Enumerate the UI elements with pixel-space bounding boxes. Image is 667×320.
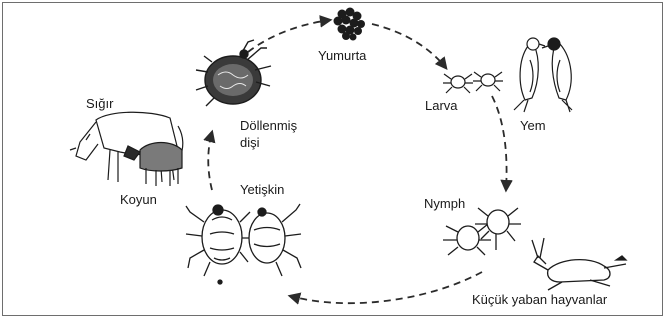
arrow-adult-to-female <box>208 132 212 190</box>
label-cattle: Sığır <box>86 96 113 111</box>
arrow-nymph-to-adult <box>290 272 482 303</box>
label-host-bird: Yem <box>520 118 546 133</box>
adult-ticks-icon <box>186 204 301 284</box>
arrow-egg-to-larva <box>372 24 446 68</box>
label-fertilized-female-line2: dişi <box>240 135 260 150</box>
bird-icon <box>514 38 572 112</box>
label-egg: Yumurta <box>318 48 366 63</box>
arrow-larva-to-nymph <box>492 96 507 190</box>
hare-icon <box>532 238 626 290</box>
engorged-female-tick-icon <box>196 40 271 106</box>
label-larva: Larva <box>425 98 458 113</box>
larva-icon <box>443 72 503 93</box>
label-small-animals: Küçük yaban hayvanlar <box>472 292 607 307</box>
label-adult: Yetişkin <box>240 182 284 197</box>
label-fertilized-female-line1: Döllenmiş <box>240 118 297 133</box>
nymph-icon <box>443 208 521 255</box>
label-sheep: Koyun <box>120 192 157 207</box>
egg-cluster-icon <box>334 8 366 41</box>
sheep-icon <box>124 143 182 187</box>
label-nymph: Nymph <box>424 196 465 211</box>
